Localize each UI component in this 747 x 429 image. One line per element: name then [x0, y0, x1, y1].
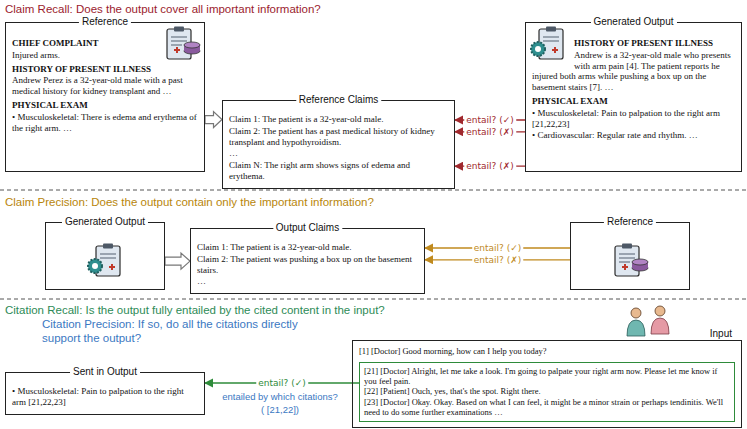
icon-spacer [156, 35, 198, 69]
body-text: Andrew Perez is a 32-year-old male with … [12, 75, 198, 97]
section-heading: Citation Precision: If so, do all the ci… [42, 318, 337, 346]
section-heading: HISTORY OF PRESENT ILLNESS [532, 38, 735, 49]
section-heading: CHIEF COMPLAINT [12, 38, 198, 49]
body-text: [22] [Patient] Ouch, yes, that's the spo… [364, 387, 730, 397]
output-sentence-box: Sent in Output• Musculoskeletal: Pain to… [5, 372, 205, 415]
body-text: • Musculoskeletal: There is edema and er… [12, 112, 198, 134]
generator-icon [88, 244, 120, 277]
generated-output-document: Generated OutputHISTORY OF PRESENT ILLNE… [525, 22, 742, 172]
body-text: • Musculoskeletal: Pain to palpation to … [532, 108, 735, 130]
body-text: Claim 1: The patient is a 32-year-old ma… [229, 114, 448, 125]
box-title: Input [707, 328, 735, 340]
body-text: Claim 2: The patient has a past medical … [229, 126, 448, 148]
body-text: Injured arms. [12, 50, 198, 61]
box-title: Generated Output [590, 16, 676, 28]
body-text: … [229, 148, 448, 159]
section-heading: Claim Precision: Does the output contain… [5, 196, 525, 210]
body-text: [23] [Doctor] Okay. Okay. Based on what … [364, 398, 730, 418]
block-arrow [205, 112, 222, 128]
icon-spacer [532, 35, 574, 69]
box-title: Output Claims [273, 222, 342, 234]
box-title: Reference Claims [296, 94, 381, 106]
section-divider [0, 190, 747, 191]
section-heading: PHYSICAL EXAM [12, 100, 198, 111]
reference-box: Reference [570, 222, 690, 290]
cited-utterances-box: [21] [Doctor] Alright, let me take a loo… [359, 362, 735, 422]
body-text: Claim 2: The patient was pushing a box u… [197, 254, 418, 276]
edge-label: entail? (✗) [464, 126, 516, 137]
edge-label: entail? (✓) [464, 115, 516, 126]
section-heading: PHYSICAL EXAM [532, 96, 735, 107]
body-text: • Musculoskeletal: Pain to palpation to … [12, 386, 198, 408]
body-text: [21] [Doctor] Alright, let me take a loo… [364, 367, 730, 387]
reference-icon [615, 244, 648, 277]
section-heading: Citation Recall: Is the output fully ent… [5, 304, 565, 318]
section-divider [0, 299, 747, 300]
generated-output-box: Generated Output [45, 222, 165, 290]
box-title: Reference [604, 216, 656, 228]
body-text: … [197, 276, 418, 287]
people-icon [627, 306, 669, 336]
section-heading: HISTORY OF PRESENT ILLNESS [12, 64, 198, 75]
reference-icon [167, 27, 200, 60]
edge-label: entail? (✓) [472, 243, 524, 254]
citation-question: entailed by which citations? [210, 391, 350, 402]
generator-icon [531, 27, 563, 60]
body-text: • Cardiovascular: Regular rate and rhyth… [532, 130, 735, 141]
edge-label: entail? (✗) [464, 161, 516, 172]
citation-answer: ( [21,22]) [210, 404, 350, 415]
claims-box: Reference ClaimsClaim 1: The patient is … [222, 100, 455, 189]
box-title: Generated Output [62, 216, 148, 228]
body-text: Claim 1: The patient is a 32-year-old ma… [197, 242, 418, 253]
edge-label: entail? (✗) [472, 254, 524, 265]
reference-document: ReferenceCHIEF COMPLAINTInjured arms.HIS… [5, 22, 205, 172]
body-text: Andrew is a 32-year-old male who present… [532, 50, 735, 93]
input-dialogue-box: Input[1] [Doctor] Good morning, how can … [352, 340, 742, 428]
section-heading: Claim Recall: Does the output cover all … [5, 3, 505, 17]
box-title: Sent in Output [70, 366, 140, 378]
body-text: [1] [Doctor] Good morning, how can I hel… [359, 347, 735, 357]
claims-box: Output ClaimsClaim 1: The patient is a 3… [190, 228, 425, 294]
edge-label: entail? (✓) [256, 378, 308, 389]
block-arrow [165, 253, 190, 269]
body-text: Claim N: The right arm shows signs of ed… [229, 160, 448, 182]
box-title: Reference [79, 16, 131, 28]
